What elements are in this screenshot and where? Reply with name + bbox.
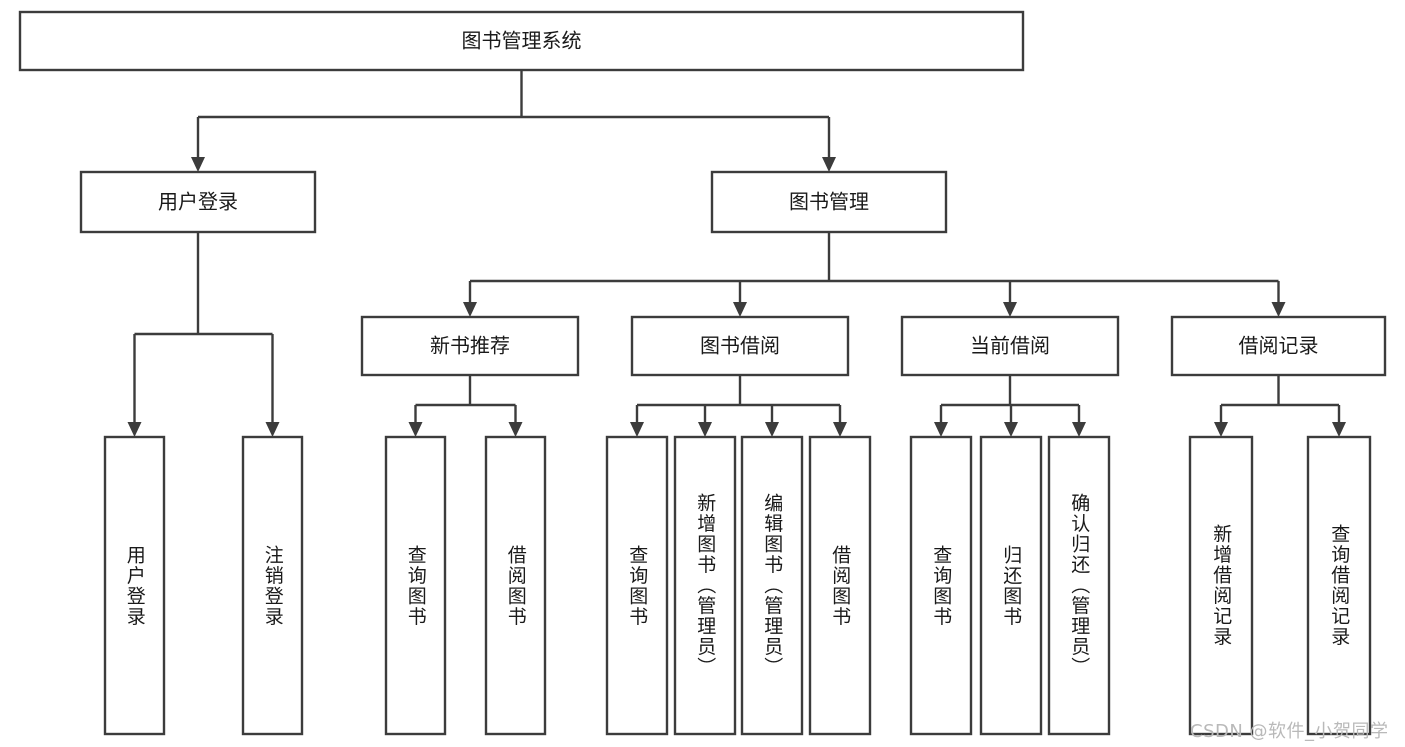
- leaf-box-6[interactable]: [740, 435, 804, 736]
- lvl3-0-arrow-0: [408, 422, 423, 437]
- node-label-root: 图书管理系统: [462, 29, 582, 53]
- lvl3-0-arrow-1: [508, 422, 523, 437]
- node-box-level3-0[interactable]: [360, 315, 580, 377]
- node-box-level3-3[interactable]: [1170, 315, 1387, 377]
- root-arrow-0: [191, 157, 205, 172]
- node-label-level2-1: 图书管理: [789, 190, 869, 214]
- node-label-level3-1: 图书借阅: [700, 334, 780, 358]
- leaf-box-10[interactable]: [1047, 435, 1111, 736]
- lvl3-3-arrow-0: [1214, 422, 1228, 437]
- node-box-level2-0[interactable]: [79, 170, 317, 234]
- leaf-box-8[interactable]: [909, 435, 973, 736]
- node-label-level3-2: 当前借阅: [970, 334, 1050, 358]
- node-label-level3-0: 新书推荐: [430, 334, 510, 358]
- book-mgmt-arrow-3: [1271, 302, 1286, 317]
- leaf-box-9[interactable]: [979, 435, 1043, 736]
- leaf-box-0[interactable]: [103, 435, 166, 736]
- leaf-box-7[interactable]: [808, 435, 872, 736]
- root-arrow-1: [822, 157, 836, 172]
- user-login-arrow-0: [127, 422, 142, 437]
- leaf-box-5[interactable]: [673, 435, 737, 736]
- leaf-box-11[interactable]: [1188, 435, 1254, 736]
- box-layer: [18, 10, 1387, 736]
- user-login-arrow-1: [265, 422, 280, 437]
- lvl3-1-arrow-0: [630, 422, 644, 437]
- leaf-box-12[interactable]: [1306, 435, 1372, 736]
- node-box-level3-1[interactable]: [630, 315, 850, 377]
- node-box-level2-1[interactable]: [710, 170, 948, 234]
- node-box-root[interactable]: [18, 10, 1025, 72]
- leaf-box-2[interactable]: [384, 435, 447, 736]
- connector-layer: [127, 70, 1346, 437]
- leaf-box-4[interactable]: [605, 435, 669, 736]
- leaf-box-3[interactable]: [484, 435, 547, 736]
- book-mgmt-arrow-1: [733, 302, 747, 317]
- csdn-watermark: CSDN @软件_小贺同学: [1190, 721, 1389, 742]
- leaf-box-1[interactable]: [241, 435, 304, 736]
- lvl3-1-arrow-3: [833, 422, 847, 437]
- lvl3-2-arrow-2: [1072, 422, 1086, 437]
- lvl3-2-arrow-0: [934, 422, 948, 437]
- book-mgmt-arrow-0: [463, 302, 477, 317]
- node-label-level2-0: 用户登录: [158, 190, 238, 214]
- lvl3-2-arrow-1: [1004, 422, 1018, 437]
- lvl3-1-arrow-1: [698, 422, 712, 437]
- node-label-level3-3: 借阅记录: [1239, 334, 1319, 358]
- node-box-level3-2[interactable]: [900, 315, 1120, 377]
- lvl3-3-arrow-1: [1332, 422, 1346, 437]
- lvl3-1-arrow-2: [765, 422, 779, 437]
- book-mgmt-arrow-2: [1003, 302, 1017, 317]
